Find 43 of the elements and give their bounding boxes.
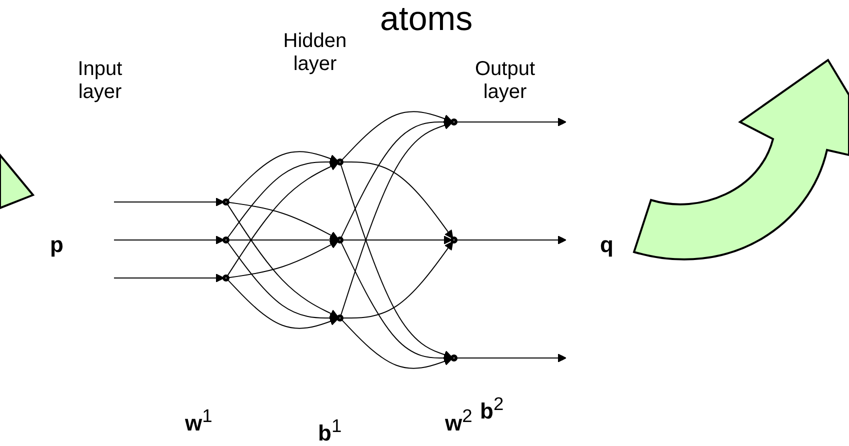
arrow <box>226 278 338 329</box>
bias-label: b$^{1}$ <box>318 415 342 446</box>
layer-label: Output layer <box>474 58 536 104</box>
arrow <box>114 198 224 206</box>
arrow <box>340 318 452 369</box>
arrow <box>227 202 339 240</box>
arrow <box>226 203 339 318</box>
vector-label: q <box>600 232 614 258</box>
node-circle <box>336 314 344 322</box>
arrow <box>340 121 452 317</box>
arrow <box>114 236 224 244</box>
arrow <box>342 236 452 244</box>
arrow <box>340 241 452 362</box>
node-circle <box>222 236 230 244</box>
arrow <box>342 162 454 239</box>
arrow <box>226 158 338 239</box>
arrow <box>342 241 454 318</box>
arrow <box>227 240 339 278</box>
weight-label: w$^{2}$ <box>445 405 472 436</box>
heading: atoms <box>380 0 473 39</box>
node-circle <box>450 236 458 244</box>
node-circle <box>450 354 458 362</box>
node-circle <box>336 158 344 166</box>
arrow <box>456 236 566 244</box>
layer-label: Hidden layer <box>282 30 348 76</box>
arrow <box>456 118 566 126</box>
arrow <box>340 111 452 162</box>
arrow <box>340 118 452 239</box>
arrow <box>340 163 452 359</box>
node-circle <box>222 274 230 282</box>
weight-label: w$^{1}$ <box>185 405 212 436</box>
arrow <box>228 236 338 244</box>
arrow <box>226 241 338 322</box>
vector-label: p <box>50 232 64 258</box>
arrow <box>456 354 566 362</box>
node-circle <box>450 118 458 126</box>
arrow <box>226 151 338 202</box>
node-circle <box>336 236 344 244</box>
bias-label: b$^{2}$ <box>480 393 504 424</box>
arrow <box>114 274 224 282</box>
layer-label: Input layer <box>76 58 124 104</box>
arrow <box>226 162 339 277</box>
node-circle <box>222 198 230 206</box>
